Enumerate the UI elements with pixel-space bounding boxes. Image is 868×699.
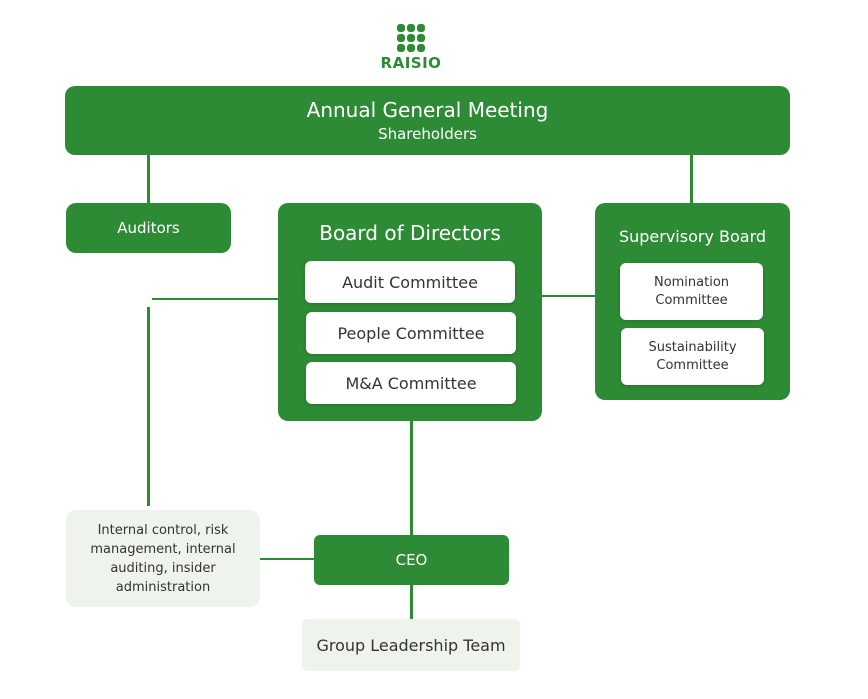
ceo-box[interactable]: CEO — [314, 535, 509, 585]
connector-ceo-glt — [410, 585, 413, 619]
people-committee-label: People Committee — [337, 323, 485, 343]
audit-committee-card[interactable]: Audit Committee — [305, 261, 515, 303]
internal-control-label: Internal control, risk management, inter… — [90, 522, 236, 595]
auditors-box[interactable]: Auditors — [66, 203, 231, 253]
ma-committee-label: M&A Committee — [345, 373, 477, 393]
agm-subtitle: Shareholders — [378, 124, 477, 143]
supervisory-board-title: Supervisory Board — [618, 227, 767, 246]
sustainability-committee-card[interactable]: Sustainability Committee — [621, 328, 764, 385]
agm-title: Annual General Meeting — [306, 97, 549, 122]
connector-internal-vertical — [147, 307, 150, 506]
connector-internal-ceo — [260, 558, 314, 560]
sustainability-committee-label: Sustainability Committee — [648, 339, 737, 373]
nomination-committee-label: Nomination Committee — [653, 274, 730, 308]
group-leadership-team-box[interactable]: Group Leadership Team — [302, 619, 520, 671]
connector-agm-auditors — [147, 155, 150, 203]
auditors-label: Auditors — [117, 219, 180, 237]
audit-committee-label: Audit Committee — [342, 272, 478, 292]
raisio-grain-icon — [397, 24, 425, 52]
ceo-label: CEO — [395, 551, 428, 569]
logo-text: RAISIO — [380, 54, 442, 72]
group-leadership-team-label: Group Leadership Team — [316, 635, 506, 655]
ma-committee-card[interactable]: M&A Committee — [306, 362, 516, 404]
nomination-committee-card[interactable]: Nomination Committee — [620, 263, 763, 320]
connector-board-left — [152, 298, 278, 300]
connector-board-supervisory — [542, 295, 595, 297]
internal-control-box[interactable]: Internal control, risk management, inter… — [66, 510, 260, 607]
connector-agm-supervisory — [690, 155, 693, 203]
agm-box[interactable]: Annual General Meeting Shareholders — [65, 86, 790, 155]
raisio-logo: RAISIO — [378, 20, 444, 72]
connector-board-ceo — [410, 421, 413, 535]
board-of-directors-title: Board of Directors — [319, 221, 501, 245]
people-committee-card[interactable]: People Committee — [306, 312, 516, 354]
